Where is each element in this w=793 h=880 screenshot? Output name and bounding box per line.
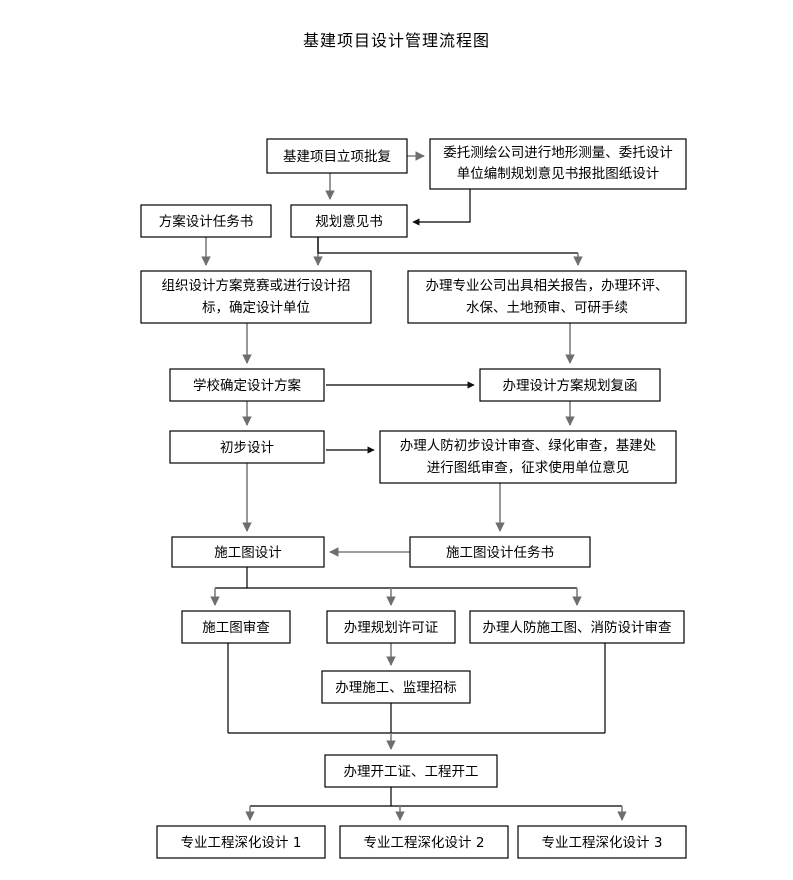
node-deepening-design-1[interactable]: 专业工程深化设计 1 (156, 825, 326, 859)
page-title: 基建项目设计管理流程图 (302, 30, 490, 50)
node-box[interactable] (181, 610, 291, 644)
node-start-work-permit[interactable]: 办理开工证、工程开工 (324, 754, 498, 788)
node-school-confirms-scheme[interactable]: 学校确定设计方案 (169, 368, 325, 402)
node-box[interactable] (171, 536, 325, 568)
node-deepening-design-3[interactable]: 专业工程深化设计 3 (517, 825, 687, 859)
node-label: 施工图设计任务书 (446, 545, 554, 561)
node-label: 办理开工证、工程开工 (344, 764, 479, 780)
node-box[interactable] (169, 430, 325, 464)
node-planning-reply-letter[interactable]: 办理设计方案规划复函 (479, 368, 661, 402)
node-box[interactable] (169, 368, 325, 402)
node-fire-design-review[interactable]: 办理人防施工图、消防设计审查 (469, 610, 685, 644)
node-planning-permit[interactable]: 办理规划许可证 (326, 610, 456, 644)
node-label: 办理设计方案规划复函 (503, 377, 638, 394)
node-label: 办理人防施工图、消防设计审查 (483, 620, 672, 636)
node-box[interactable] (407, 270, 687, 324)
connector-layer (201, 151, 627, 821)
node-box[interactable] (140, 204, 272, 238)
node-box[interactable] (429, 138, 687, 190)
node-label: 专业工程深化设计 2 (364, 835, 485, 851)
node-box[interactable] (266, 138, 408, 174)
node-civil-defense-review[interactable]: 办理人防初步设计审查、绿化审查，基建处 进行图纸审查，征求使用单位意见 (379, 430, 677, 484)
node-construction-supervision-bidding[interactable]: 办理施工、监理招标 (321, 670, 471, 704)
node-box[interactable] (321, 670, 471, 704)
node-deepening-design-2[interactable]: 专业工程深化设计 2 (339, 825, 509, 859)
node-project-approval[interactable]: 基建项目立项批复 (266, 138, 408, 174)
node-label: 施工图设计 (214, 545, 282, 561)
node-label-line1: 委托测绘公司进行地形测量、委托设计 (443, 145, 673, 161)
node-box[interactable] (140, 270, 372, 324)
node-box[interactable] (517, 825, 687, 859)
node-label-line2: 标，确定设计单位 (202, 300, 310, 316)
node-box[interactable] (469, 610, 685, 644)
node-label: 基建项目立项批复 (283, 148, 391, 165)
node-box[interactable] (409, 536, 591, 568)
node-box[interactable] (339, 825, 509, 859)
node-box[interactable] (326, 610, 456, 644)
edge-n2-n4 (412, 189, 471, 226)
node-label-line1: 办理专业公司出具相关报告，办理环评、 (426, 278, 669, 294)
node-box[interactable] (324, 754, 498, 788)
node-scheme-design-task[interactable]: 方案设计任务书 (140, 204, 272, 238)
node-label-line2: 单位编制规划意见书报批图纸设计 (457, 165, 660, 182)
node-survey-commission[interactable]: 委托测绘公司进行地形测量、委托设计 单位编制规划意见书报批图纸设计 (429, 138, 687, 190)
node-planning-opinion[interactable]: 规划意见书 (290, 204, 408, 238)
node-label-line1: 办理人防初步设计审查、绿化审查，基建处 (400, 437, 657, 454)
node-box[interactable] (156, 825, 326, 859)
node-label: 规划意见书 (315, 213, 383, 230)
edge-n4-n6-path (317, 237, 578, 254)
node-professional-reports[interactable]: 办理专业公司出具相关报告，办理环评、 水保、土地预审、可研手续 (407, 270, 687, 324)
node-drawing-review[interactable]: 施工图审查 (181, 610, 291, 644)
node-construction-drawing-design[interactable]: 施工图设计 (171, 536, 325, 568)
node-label: 学校确定设计方案 (193, 377, 301, 394)
node-label: 专业工程深化设计 1 (181, 835, 302, 851)
node-label: 方案设计任务书 (159, 213, 254, 230)
node-label-line1: 组织设计方案竞赛或进行设计招 (162, 277, 351, 294)
node-label: 初步设计 (220, 439, 274, 456)
node-box[interactable] (379, 430, 677, 484)
node-preliminary-design[interactable]: 初步设计 (169, 430, 325, 464)
node-label: 办理规划许可证 (344, 620, 439, 636)
node-design-competition[interactable]: 组织设计方案竞赛或进行设计招 标，确定设计单位 (140, 270, 372, 324)
node-box[interactable] (290, 204, 408, 238)
node-construction-drawing-task[interactable]: 施工图设计任务书 (409, 536, 591, 568)
node-label-line2: 水保、土地预审、可研手续 (466, 300, 628, 316)
node-label: 专业工程深化设计 3 (542, 835, 663, 851)
node-box[interactable] (479, 368, 661, 402)
node-label: 办理施工、监理招标 (335, 680, 457, 696)
node-label-line2: 进行图纸审查，征求使用单位意见 (427, 459, 630, 476)
node-label: 施工图审查 (202, 620, 270, 636)
